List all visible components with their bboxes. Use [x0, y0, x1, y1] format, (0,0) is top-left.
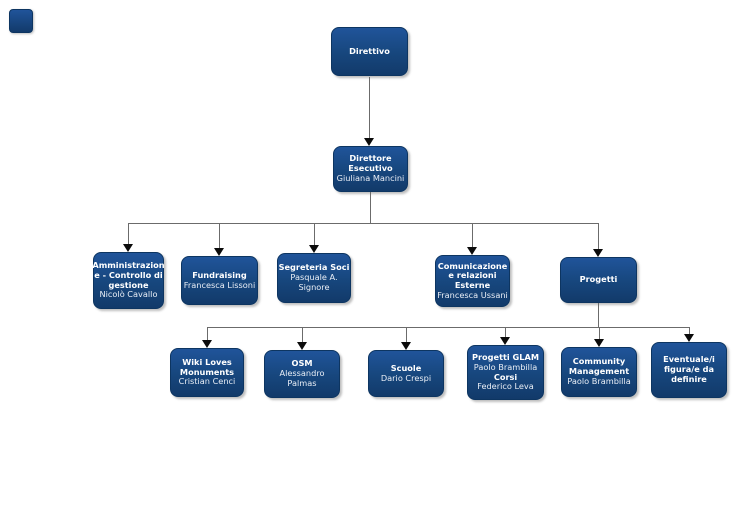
node-title: Progetti GLAM — [472, 352, 539, 363]
org-node-amministrazione: Amministrazion e - Controllo di gestione… — [92, 252, 165, 309]
org-node-community-management: Community Management Paolo Brambilla — [561, 347, 637, 397]
node-subtitle: Cristian Cenci — [178, 376, 236, 387]
arrowhead-scuole — [401, 342, 411, 350]
connector-drop-osm — [302, 327, 303, 342]
connector-drop-fundraising — [219, 223, 220, 248]
node-title: Segreteria Soci — [278, 262, 350, 273]
corner-square-mark — [9, 9, 33, 33]
org-node-eventuale-da-definire: Eventuale/i figura/e da definire — [651, 342, 727, 398]
connector-drop-glam — [505, 327, 506, 337]
connector-drop-comunicazione — [472, 223, 473, 247]
node-subtitle: Francesca Ussani — [437, 289, 508, 300]
node-title: Community Management — [568, 356, 630, 377]
connector-drop-wlm — [207, 327, 208, 340]
node-subtitle: Giuliana Mancini — [336, 172, 405, 183]
node-title: Scuole — [390, 362, 422, 373]
org-node-scuole: Scuole Dario Crespi — [368, 350, 444, 397]
connector-drop-eventuale — [689, 327, 690, 334]
connector-level3-bus — [207, 327, 689, 328]
node-title: Direttore Esecutivo — [348, 153, 393, 174]
arrowhead-wlm — [202, 340, 212, 348]
arrowhead-segreteria — [309, 245, 319, 253]
node-subtitle: Francesca Lissoni — [183, 279, 256, 290]
connector-level2-bus — [128, 223, 599, 224]
connector-drop-amministrazione — [128, 223, 129, 244]
node-subtitle: Paolo Brambilla — [567, 375, 631, 386]
org-node-progetti: Progetti — [560, 257, 637, 303]
node-title: OSM — [291, 358, 313, 369]
arrowhead-progetti — [593, 249, 603, 257]
connector-progetti-stem — [598, 303, 599, 327]
node-title: Comunicazione e relazioni Esterne — [437, 260, 508, 290]
node-title: Amministrazion e - Controllo di gestione — [92, 260, 165, 290]
arrowhead-osm — [297, 342, 307, 350]
node-subtitle-secondary: Federico Leva — [477, 381, 534, 392]
arrowhead-glam — [500, 337, 510, 345]
org-node-progetti-glam-corsi: Progetti GLAM Paolo Brambilla Corsi Fede… — [467, 345, 544, 400]
connector-drop-scuole — [406, 327, 407, 342]
org-node-comunicazione: Comunicazione e relazioni Esterne France… — [435, 255, 510, 307]
node-title: Progetti — [579, 274, 618, 285]
org-node-wiki-loves-monuments: Wiki Loves Monuments Cristian Cenci — [170, 348, 244, 397]
arrowhead-fundraising — [214, 248, 224, 256]
node-subtitle: Pasquale A. Signore — [290, 272, 338, 292]
node-subtitle: Dario Crespi — [380, 372, 432, 383]
connector-drop-progetti — [598, 223, 599, 249]
connector-direttivo-direttore — [369, 77, 370, 138]
arrowhead-comunicazione — [467, 247, 477, 255]
node-title: Wiki Loves Monuments — [179, 356, 235, 377]
arrowhead-direttore — [364, 138, 374, 146]
org-node-direttivo: Direttivo — [331, 27, 408, 76]
node-title-secondary: Corsi — [493, 371, 518, 382]
node-title: Eventuale/i figura/e da definire — [663, 354, 715, 384]
node-title: Direttivo — [349, 45, 390, 56]
arrowhead-community — [594, 339, 604, 347]
org-node-segreteria-soci: Segreteria Soci Pasquale A. Signore — [277, 253, 351, 303]
arrowhead-amministrazione — [123, 244, 133, 252]
org-node-fundraising: Fundraising Francesca Lissoni — [181, 256, 258, 305]
node-subtitle: Nicolò Cavallo — [99, 289, 158, 300]
arrowhead-eventuale — [684, 334, 694, 342]
node-subtitle: Alessandro Palmas — [279, 368, 325, 388]
node-subtitle: Paolo Brambilla — [473, 361, 538, 372]
org-node-direttore-esecutivo: Direttore Esecutivo Giuliana Mancini — [333, 146, 408, 192]
org-node-osm: OSM Alessandro Palmas — [264, 350, 340, 398]
connector-drop-community — [599, 327, 600, 339]
connector-drop-segreteria — [314, 223, 315, 245]
connector-direttore-stem — [370, 192, 371, 223]
node-title: Fundraising — [192, 269, 247, 280]
